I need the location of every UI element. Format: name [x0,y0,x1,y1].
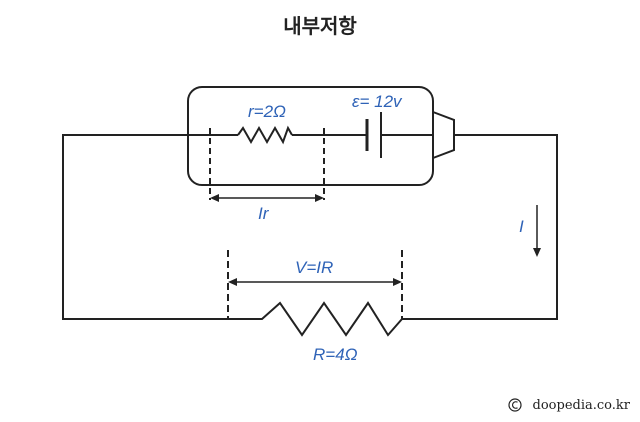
internal-drop-arrowhead-left [210,194,219,202]
current-arrowhead [533,248,541,257]
terminal-voltage-arrowhead-left [228,278,237,286]
terminal-voltage-arrowhead-right [393,278,402,286]
terminal-voltage-label: V=IR [295,258,334,277]
internal-drop-label: Ir [258,204,269,223]
emf-label: ε= 12v [352,92,402,111]
load-resistance-label: R=4Ω [313,345,358,364]
current-label: I [519,217,524,236]
internal-resistor [237,125,293,145]
internal-drop-arrowhead-right [315,194,324,202]
internal-resistance-label: r=2Ω [248,102,286,121]
source-credit: doopedia.co.kr [532,398,630,413]
load-resistor [228,301,403,337]
circuit-wire [62,134,558,320]
copyright-icon [508,398,522,412]
page-title: 내부저항 [283,14,357,38]
battery-terminal-cap [432,111,455,159]
